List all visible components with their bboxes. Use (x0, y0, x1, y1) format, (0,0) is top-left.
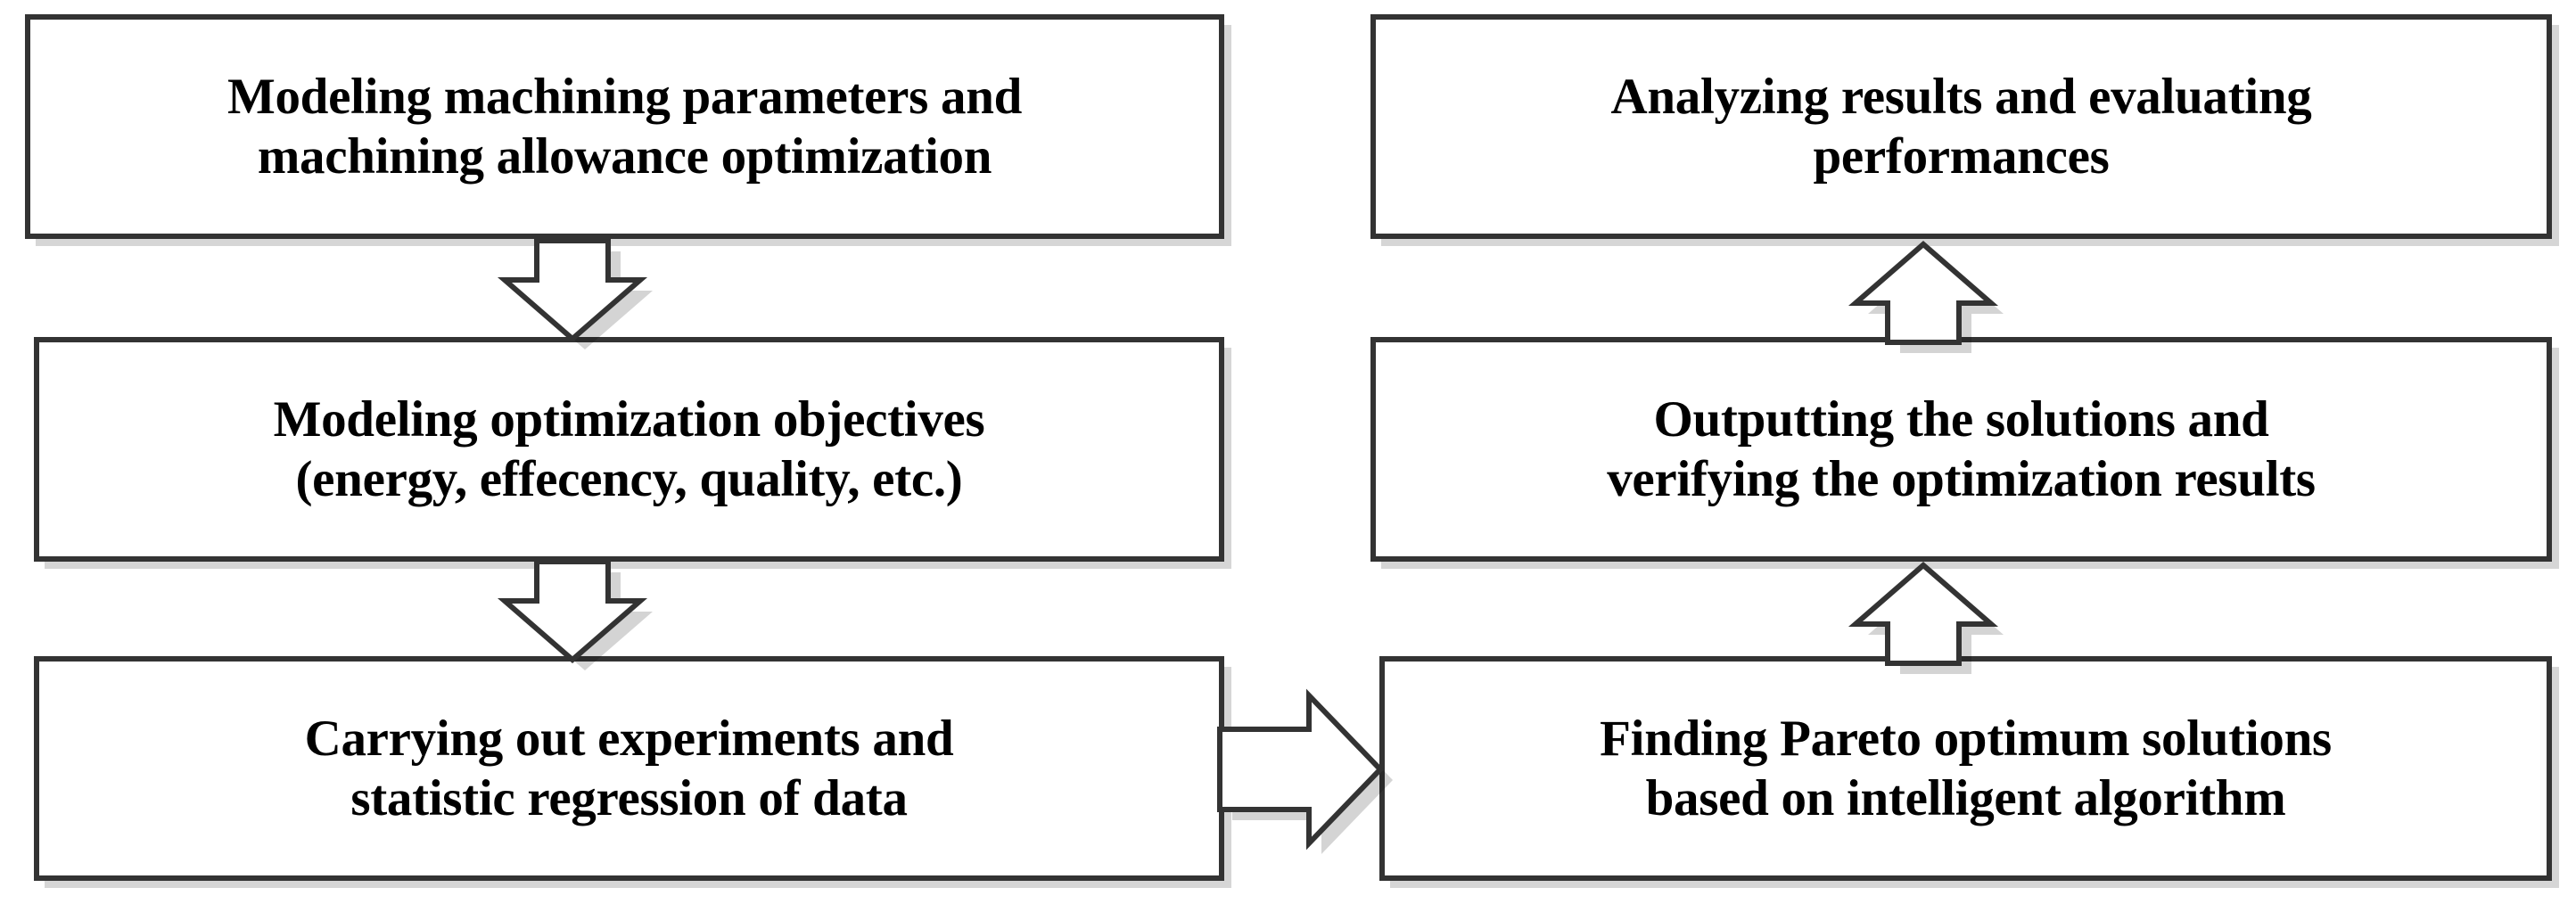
arrow-right-icon (1213, 678, 1436, 883)
node-label: Analyzing results and evaluating perform… (1610, 68, 2312, 185)
node-modeling-optimization-objectives: Modeling optimization objectives (energy… (34, 337, 1224, 562)
node-label: Finding Pareto optimum solutions based o… (1600, 710, 2332, 826)
node-label: Outputting the solutions and verifying t… (1607, 390, 2316, 507)
node-finding-pareto-solutions: Finding Pareto optimum solutions based o… (1379, 656, 2552, 881)
arrow-down-icon (481, 555, 713, 670)
node-label: Modeling machining parameters and machin… (226, 68, 1023, 185)
node-modeling-machining-parameters: Modeling machining parameters and machin… (25, 14, 1224, 239)
node-carrying-out-experiments: Carrying out experiments and statistic r… (34, 656, 1224, 881)
arrow-down-icon (481, 234, 713, 349)
node-analyzing-results: Analyzing results and evaluating perform… (1370, 14, 2552, 239)
node-label: Carrying out experiments and statistic r… (304, 710, 954, 826)
arrow-up-icon (1832, 560, 2064, 676)
node-outputting-solutions: Outputting the solutions and verifying t… (1370, 337, 2552, 562)
node-label: Modeling optimization objectives (energy… (273, 390, 985, 507)
arrow-up-icon (1832, 239, 2064, 355)
